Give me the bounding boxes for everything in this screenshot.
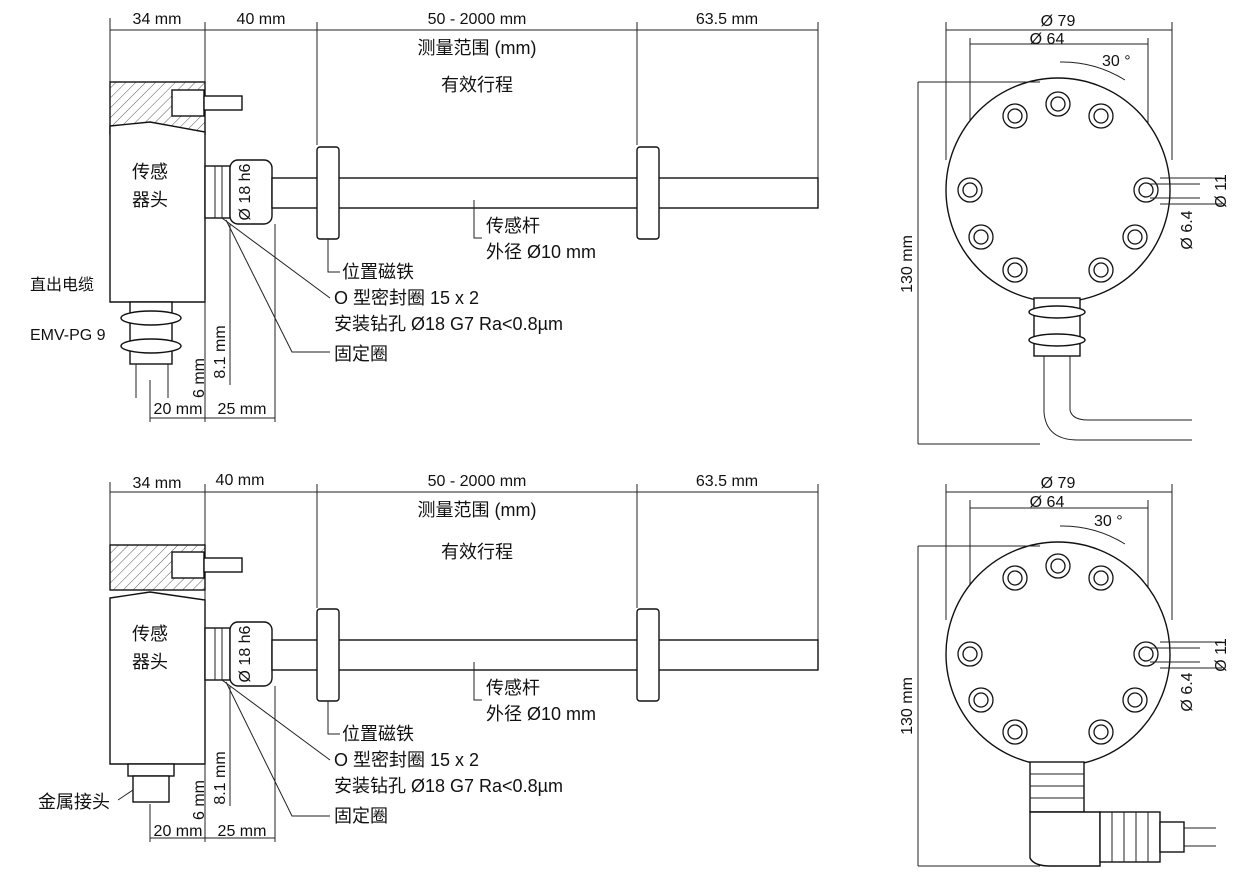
fix-ring-label: 固定圈 [334,344,388,364]
flange-d6-4: Ø 6.4 [1179,210,1196,249]
drill-label: 安装钻孔 Ø18 G7 Ra<0.8µm [334,314,563,334]
dim-40: 40 mm [216,472,265,489]
head-label-line1: 传感 [132,624,168,644]
dim-63: 63.5 mm [696,473,758,490]
shaft-diameter: Ø 18 h6 [237,163,254,220]
drill-label: 安装钻孔 Ø18 G7 Ra<0.8µm [334,776,563,796]
flange-view-bottom: Ø 79 Ø 64 30 ° Ø 11 Ø 6.4 130 mm [899,475,1230,867]
dim-6: 6 mm [191,780,208,820]
gland-label: EMV-PG 9 [30,327,106,344]
dim-40: 40 mm [237,11,286,28]
dim-63: 63.5 mm [696,11,758,28]
connection-label: 直出电缆 [30,276,94,294]
magnet-label: 位置磁铁 [342,724,414,744]
head-label-line2: 器头 [132,190,168,210]
rod-od: 外径 Ø10 mm [486,242,596,262]
oring-label: O 型密封圈 15 x 2 [334,288,479,308]
flange-d64: Ø 64 [1030,31,1065,48]
rod-label: 传感杆 [486,678,540,698]
fix-ring-label: 固定圈 [334,806,388,826]
flange-angle: 30 ° [1102,53,1131,70]
dim-range: 50 - 2000 mm [428,11,527,28]
connection-label: 金属接头 [38,792,110,812]
side-view-bottom: 34 mm 40 mm 50 - 2000 mm 63.5 mm 测量范围 (m… [38,472,819,842]
dim-20: 20 mm [154,823,203,840]
range-label: 测量范围 (mm) [418,38,537,58]
rod-od: 外径 Ø10 mm [486,704,596,724]
flange-d11: Ø 11 [1213,174,1230,208]
dim-25: 25 mm [218,823,267,840]
flange-d11: Ø 11 [1213,638,1230,672]
side-view-top: 34 mm 40 mm 50 - 2000 mm 63.5 mm 测量范围 (m… [30,11,819,422]
range-label: 测量范围 (mm) [418,500,537,520]
head-label-line1: 传感 [132,162,168,182]
head-label-line2: 器头 [132,652,168,672]
stroke-label: 有效行程 [441,542,513,562]
flange-h130: 130 mm [899,677,916,735]
dim-20: 20 mm [154,401,203,418]
flange-d64: Ø 64 [1030,494,1065,511]
dim-34: 34 mm [133,11,182,28]
flange-h130: 130 mm [899,235,916,293]
dim-6: 6 mm [191,358,208,398]
shaft-diameter: Ø 18 h6 [237,625,254,682]
dim-range: 50 - 2000 mm [428,473,527,490]
rod-label: 传感杆 [486,216,540,236]
magnet-label: 位置磁铁 [342,262,414,282]
dim-8-1: 8.1 mm [212,325,229,378]
dim-34: 34 mm [133,475,182,492]
flange-d79: Ø 79 [1041,475,1076,492]
flange-angle: 30 ° [1094,513,1123,530]
flange-d79: Ø 79 [1041,13,1076,30]
flange-d6-4: Ø 6.4 [1179,672,1196,711]
stroke-label: 有效行程 [441,75,513,95]
oring-label: O 型密封圈 15 x 2 [334,750,479,770]
dim-8-1: 8.1 mm [212,751,229,804]
dim-25: 25 mm [218,401,267,418]
flange-view-top: Ø 79 Ø 64 30 ° Ø 11 Ø 6.4 130 mm [899,13,1230,445]
